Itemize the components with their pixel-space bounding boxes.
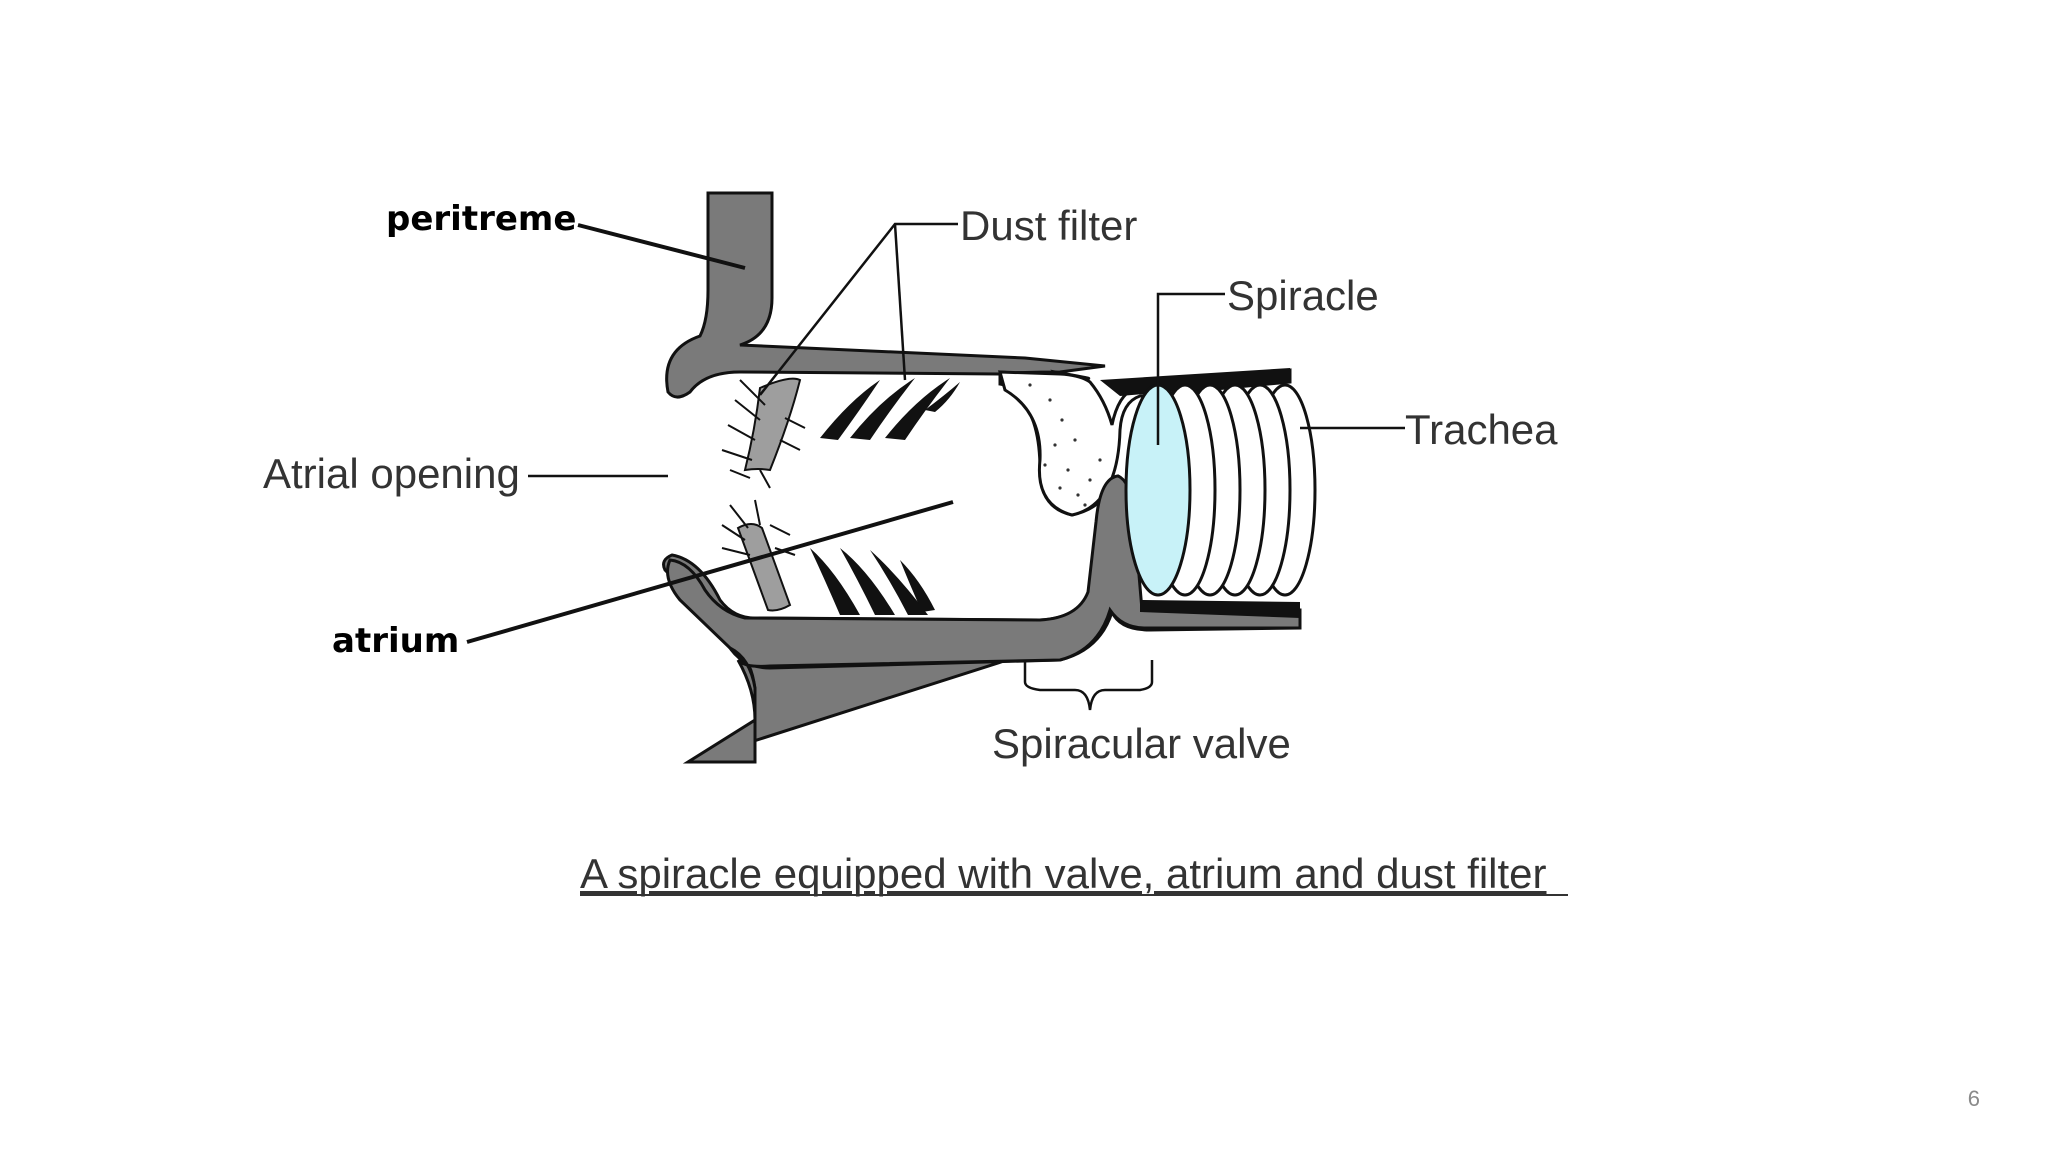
peritreme-leader — [577, 223, 746, 270]
spiracle-leader — [1156, 292, 1225, 445]
lower-dust-filter — [721, 499, 935, 615]
spiracular-valve-brace — [1023, 660, 1154, 711]
trachea-bottom-wall — [1140, 600, 1300, 618]
spiracular-valve-label: Spiracular valve — [992, 720, 1291, 767]
dust-filter-label: Dust filter — [960, 202, 1137, 249]
atrium-label: atrium — [332, 621, 459, 661]
spiracle-label: Spiracle — [1227, 272, 1379, 319]
atrial-opening-label: Atrial opening — [263, 450, 520, 497]
page-number: 6 — [1967, 1086, 1980, 1111]
upper-wall-to-trachea — [998, 368, 1292, 517]
upper-cuticle-wall — [665, 191, 1106, 399]
atrium-leader — [466, 500, 954, 644]
upper-dust-filter — [721, 377, 960, 489]
lower-peritreme — [666, 474, 1302, 764]
leader-lines — [466, 222, 1405, 711]
trachea-label: Trachea — [1405, 406, 1558, 453]
diagram-caption: A spiracle equipped with valve, atrium a… — [580, 850, 1547, 897]
peritreme-label: peritreme — [386, 199, 576, 239]
